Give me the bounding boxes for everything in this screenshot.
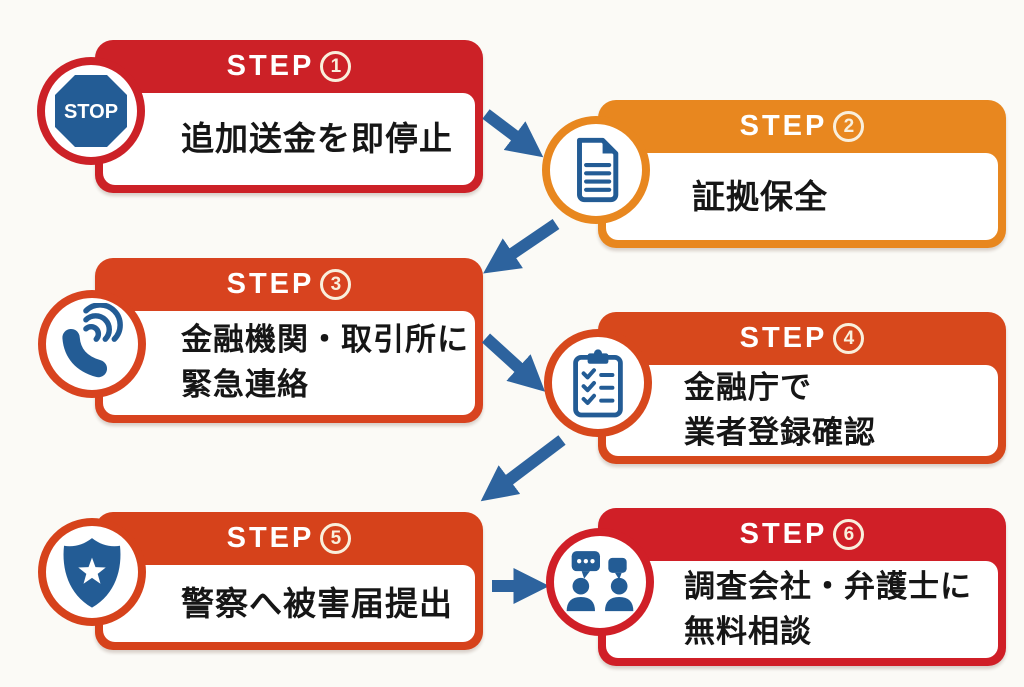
step-number-circle: 5 [320, 523, 352, 554]
step-2-body: 証拠保全 [606, 153, 998, 240]
consultation-icon [546, 528, 654, 636]
step-label: STEP [226, 50, 315, 82]
arrow-step2-step3 [483, 219, 560, 274]
step-number-circle: 1 [320, 51, 352, 82]
step-number-circle: 3 [320, 269, 352, 300]
step-1-title: 追加送金を即停止 [181, 120, 453, 158]
step-3-title: 金融機関・取引所に 緊急連絡 [181, 322, 469, 402]
step-label: STEP [226, 522, 315, 554]
step-4-title: 金融庁で 業者登録確認 [684, 369, 876, 450]
step-label: STEP [739, 322, 828, 354]
arrow-step3-step4 [481, 333, 546, 392]
arrow-step1-step2 [482, 109, 544, 158]
step-number-circle: 6 [833, 519, 865, 550]
step-1-body: 追加送金を即停止 [103, 93, 475, 185]
step-label: STEP [739, 518, 828, 550]
step-5-body: 警察へ被害届提出 [103, 565, 475, 642]
stop-icon-text: STOP [64, 101, 118, 123]
step-label: STEP [226, 268, 315, 300]
step-6-title: 調査会社・弁護士に 無料相談 [684, 568, 972, 649]
arrow-step4-step5 [480, 435, 566, 502]
step-6-body: 調査会社・弁護士に 無料相談 [606, 561, 998, 658]
step-number-circle: 4 [833, 323, 865, 354]
step-label: STEP [739, 110, 828, 142]
step-number-circle: 2 [833, 111, 865, 142]
phone-icon [38, 290, 146, 398]
badge-icon [38, 518, 146, 626]
step-3-body: 金融機関・取引所に 緊急連絡 [103, 311, 475, 415]
step-5-title: 警察へ被害届提出 [181, 584, 453, 622]
stop-icon: STOP [37, 57, 145, 165]
step-2-title: 証拠保全 [692, 177, 828, 215]
step-4-body: 金融庁で 業者登録確認 [606, 365, 998, 456]
document-icon [542, 116, 650, 224]
clipboard-icon [544, 329, 652, 437]
